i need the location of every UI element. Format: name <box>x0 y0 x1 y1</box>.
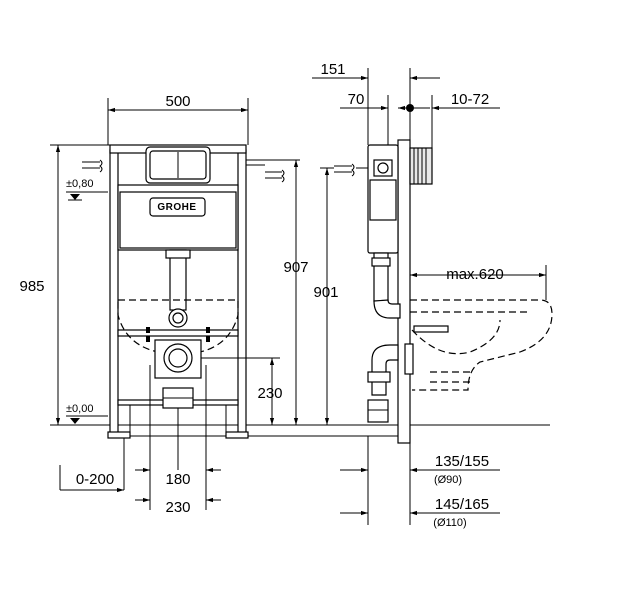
wall-bracket <box>409 147 433 185</box>
pipe-1-diameter: (Ø90) <box>434 474 462 486</box>
water-inlet-left <box>82 159 103 173</box>
depth-70-label: 70 <box>348 91 365 108</box>
dimension-max-projection: max.620 <box>410 265 547 300</box>
dimension-907: 907 <box>283 160 309 425</box>
drain-spacing-2-label: 230 <box>165 499 190 516</box>
wall-range-label: 10-72 <box>451 91 489 108</box>
level-floor: ±0,00 <box>66 403 108 424</box>
height-901-label: 901 <box>313 284 338 301</box>
water-inlet-side <box>334 163 368 177</box>
level-upper: ±0,80 <box>66 178 108 201</box>
anchor-bolts <box>146 327 210 342</box>
dimension-70: 70 <box>340 91 430 145</box>
max-projection-label: max.620 <box>446 266 504 283</box>
level-upper-label: ±0,80 <box>66 178 93 190</box>
cistern <box>117 184 239 251</box>
water-inlet-right <box>246 159 300 183</box>
dimension-offset: 0-200 <box>59 465 124 493</box>
side-view: 901 151 70 10-72 max.620 <box>312 61 553 529</box>
offset-label: 0-200 <box>76 471 114 488</box>
drain-height-label: 230 <box>257 385 282 402</box>
pipe-2-diameter: (Ø110) <box>433 517 466 529</box>
cistern-side <box>367 144 399 254</box>
pipe-2-label: 145/165 <box>435 496 489 513</box>
depth-151-label: 151 <box>320 61 345 78</box>
flush-plate <box>145 146 211 184</box>
drain-side <box>367 343 414 423</box>
front-view: GROHE <box>19 93 365 516</box>
dimension-151: 151 <box>312 61 440 145</box>
pipe-1-label: 135/155 <box>435 453 489 470</box>
wall <box>397 139 411 444</box>
width-label: 500 <box>165 93 190 110</box>
height-907-label: 907 <box>283 259 308 276</box>
level-floor-label: ±0,00 <box>66 403 93 415</box>
dimension-pipe-1: 135/155 (Ø90) <box>340 453 500 486</box>
bowl-side-outline <box>410 299 553 391</box>
height-label: 985 <box>19 278 44 295</box>
dimension-drain-height: 230 <box>201 357 283 425</box>
dimension-width: 500 <box>107 93 249 145</box>
drain-spacing-1-label: 180 <box>165 471 190 488</box>
dimension-pipe-2: 145/165 (Ø110) <box>340 496 500 529</box>
dimension-height: 985 <box>19 144 110 425</box>
flush-pipe-side <box>371 252 401 319</box>
dimension-wall-range: 10-72 <box>406 91 500 148</box>
flush-pipe <box>165 249 191 328</box>
dimension-901: 901 <box>313 167 339 425</box>
dimension-drain-spacing-1: 180 <box>135 467 221 488</box>
drain-connector <box>154 339 202 409</box>
logo-text: GROHE <box>157 202 196 213</box>
grohe-logo: GROHE <box>149 197 206 217</box>
dimension-drain-spacing-2: 230 <box>135 497 221 516</box>
